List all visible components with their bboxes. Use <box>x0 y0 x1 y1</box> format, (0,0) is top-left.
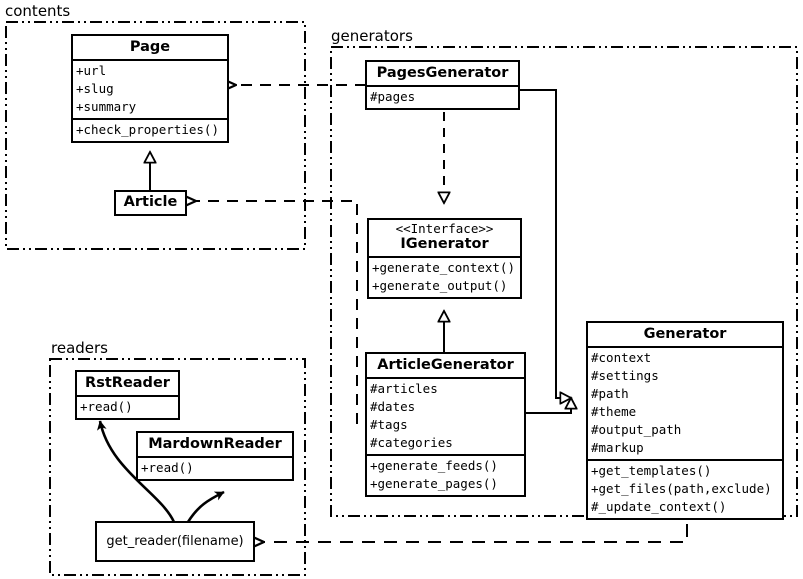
method-item: +generate_pages() <box>370 476 498 492</box>
attribute-item: #context <box>591 350 652 366</box>
function-box-get-reader[interactable]: get_reader(filename) <box>95 521 255 562</box>
class-box-rst-reader[interactable]: RstReader +read() <box>75 370 180 421</box>
class-box-page[interactable]: Page +url +slug +summary +check_properti… <box>71 34 229 144</box>
attribute-item: #articles <box>370 381 438 397</box>
attribute-item: +summary <box>76 99 137 115</box>
class-attributes-generator: #context #settings #path #theme #output_… <box>588 346 782 459</box>
edge-articlegenerator-depends-article <box>196 201 358 424</box>
edge-articlegenerator-inherits-generator <box>526 398 571 414</box>
class-name-pages-generator: PagesGenerator <box>376 65 509 81</box>
attribute-item: #categories <box>370 435 453 451</box>
package-label-generators: generators <box>330 27 414 45</box>
class-name-article: Article <box>123 194 178 210</box>
attribute-item: #settings <box>591 368 659 384</box>
class-header-igenerator: <<Interface>> IGenerator <box>369 220 520 256</box>
package-label-readers: readers <box>50 339 109 357</box>
class-name-generator: Generator <box>643 326 727 342</box>
class-name-igenerator: IGenerator <box>400 235 489 252</box>
class-box-generator[interactable]: Generator #context #settings #path #them… <box>586 321 784 521</box>
function-label-get-reader: get_reader(filename) <box>106 534 244 549</box>
class-box-article-generator[interactable]: ArticleGenerator #articles #dates #tags … <box>365 352 526 498</box>
edge-pagesgenerator-inherits-generator <box>519 89 571 398</box>
class-attributes-pages-generator: #pages <box>367 85 518 108</box>
attribute-item: #tags <box>370 417 408 433</box>
class-methods-article-generator: +generate_feeds() +generate_pages() <box>367 454 524 495</box>
class-name-article-generator: ArticleGenerator <box>377 357 514 373</box>
class-methods-page: +check_properties() <box>73 118 227 141</box>
class-name-page: Page <box>129 39 171 55</box>
class-name-rst-reader: RstReader <box>85 375 170 391</box>
method-item: +generate_feeds() <box>370 458 498 474</box>
class-methods-mardown-reader: +read() <box>138 456 292 479</box>
class-box-mardown-reader[interactable]: MardownReader +read() <box>136 431 294 482</box>
attribute-item: #pages <box>370 89 416 105</box>
class-box-igenerator[interactable]: <<Interface>> IGenerator +generate_conte… <box>367 218 522 299</box>
edge-getreader-creates-mardownreader <box>186 490 225 523</box>
class-attributes-article-generator: #articles #dates #tags #categories <box>367 377 524 454</box>
method-item: +get_files(path,exclude) <box>591 481 772 497</box>
class-methods-generator: +get_templates() +get_files(path,exclude… <box>588 459 782 518</box>
method-item: +generate_output() <box>372 277 508 293</box>
method-item: +read() <box>80 399 133 415</box>
attribute-item: +url <box>76 63 107 79</box>
attribute-item: +slug <box>76 81 114 97</box>
attribute-item: #dates <box>370 399 416 415</box>
method-item: +check_properties() <box>76 122 219 138</box>
package-label-contents: contents <box>4 2 72 20</box>
class-box-pages-generator[interactable]: PagesGenerator #pages <box>365 60 520 111</box>
attribute-item: #path <box>591 386 629 402</box>
attribute-item: #markup <box>591 440 644 456</box>
attribute-item: #theme <box>591 404 637 420</box>
method-item: +generate_context() <box>372 259 515 275</box>
class-methods-igenerator: +generate_context() +generate_output() <box>369 255 520 297</box>
class-stereotype-igenerator: <<Interface>> <box>395 221 494 236</box>
class-attributes-page: +url +slug +summary <box>73 59 227 118</box>
method-item: +read() <box>141 460 194 476</box>
class-methods-rst-reader: +read() <box>77 395 178 418</box>
attribute-item: #output_path <box>591 422 682 438</box>
method-item: +get_templates() <box>591 463 712 479</box>
method-item: #_update_context() <box>591 499 727 515</box>
class-box-article[interactable]: Article <box>114 190 187 216</box>
class-name-mardown-reader: MardownReader <box>148 436 282 452</box>
